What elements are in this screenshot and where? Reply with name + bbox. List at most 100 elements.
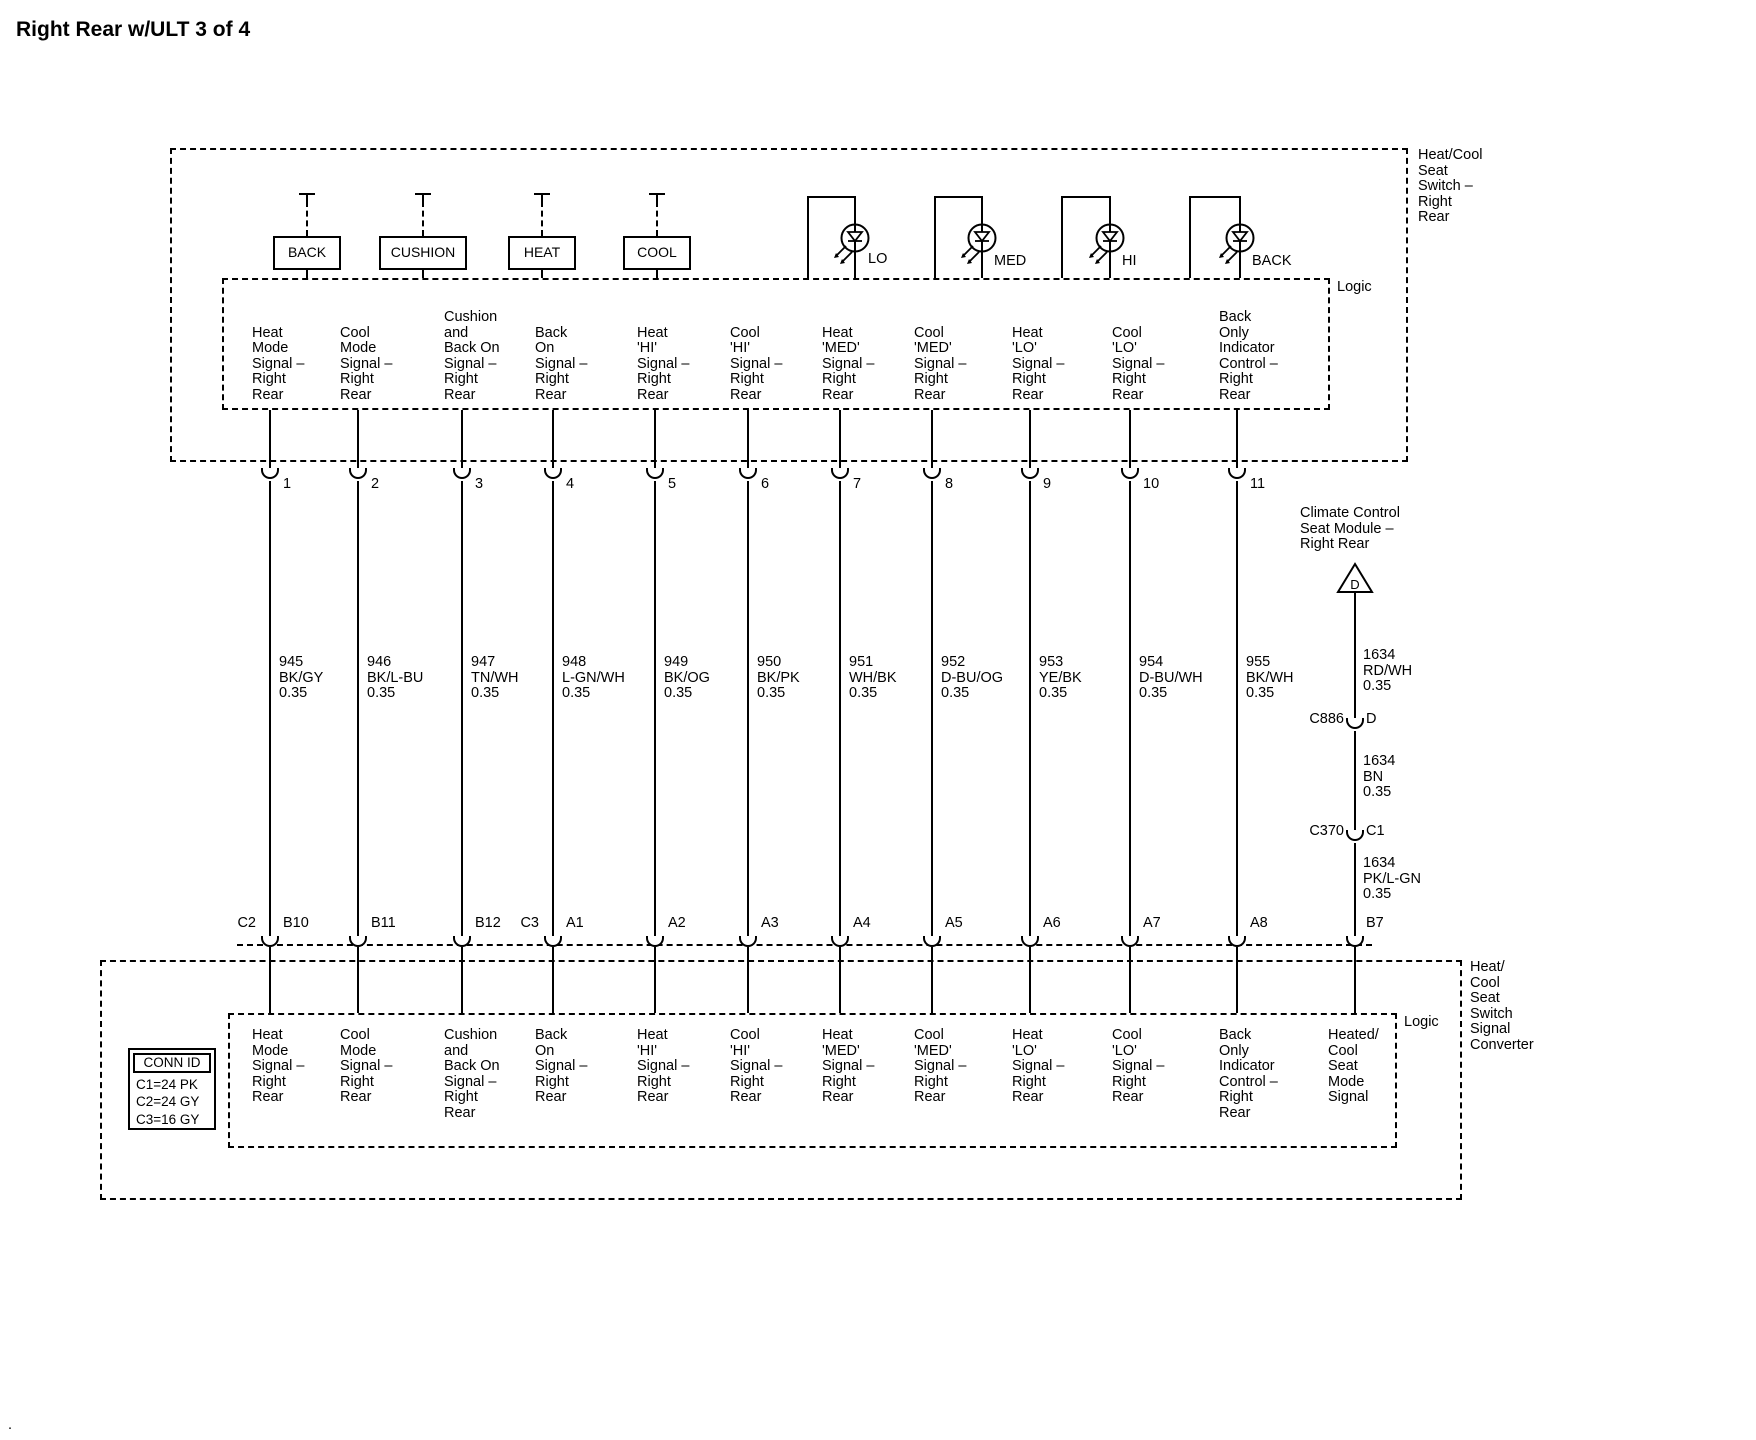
wire-id-label: 954 D-BU/WH 0.35 <box>1139 654 1203 701</box>
top-signal-label: Heat 'LO' Signal – Right Rear <box>1012 324 1065 403</box>
bottom-signal-label: Heat 'MED' Signal – Right Rear <box>822 1027 875 1105</box>
switch-label-heat: HEAT <box>508 236 576 270</box>
wire-segment <box>269 481 271 936</box>
connector-cavity-label: A8 <box>1250 915 1268 931</box>
connector-pin-icon <box>1346 830 1364 841</box>
top-signal-label: Heat 'MED' Signal – Right Rear <box>822 324 875 403</box>
wire-segment <box>931 410 933 468</box>
wire-segment <box>1189 196 1241 198</box>
wire-segment <box>656 270 658 278</box>
top-signal-label: Heat 'HI' Signal – Right Rear <box>637 324 690 403</box>
bottom-signal-label: Cool 'MED' Signal – Right Rear <box>914 1027 967 1105</box>
conn-id-row: C3=16 GY <box>136 1111 200 1127</box>
wire-id-label: 1634 RD/WH 0.35 <box>1363 647 1413 694</box>
wire-segment <box>839 481 841 936</box>
connector-pin-icon <box>831 936 849 947</box>
switch-actuator-stub <box>541 195 543 201</box>
wire-segment <box>654 947 656 1013</box>
wire-segment <box>747 481 749 936</box>
heat-cool-seat-switch-box <box>170 148 1408 462</box>
wire-segment <box>461 410 463 468</box>
connector-cavity-label: D <box>1366 711 1377 727</box>
led-icon <box>834 223 870 264</box>
led-icon <box>1219 223 1255 264</box>
pin-number: 1 <box>283 476 292 492</box>
wire-segment <box>1354 947 1356 1013</box>
wire-segment <box>931 947 933 1013</box>
pin-number: 8 <box>945 476 954 492</box>
wire-segment <box>1129 410 1131 468</box>
switch-actuator-link <box>306 201 308 236</box>
diagram-title: Right Rear w/ULT 3 of 4 <box>16 18 251 41</box>
module-label: Climate Control Seat Module – Right Rear <box>1300 505 1400 552</box>
connector-pin-icon <box>349 468 367 479</box>
wire-segment <box>654 410 656 468</box>
connector-pin-icon <box>1346 936 1364 947</box>
led-icon <box>1089 223 1125 264</box>
connector-cavity-left-label: C3 <box>520 915 539 931</box>
pin-number: 9 <box>1043 476 1052 492</box>
pin-number: 3 <box>475 476 484 492</box>
pin-number: 2 <box>371 476 380 492</box>
led-label: MED <box>994 253 1027 269</box>
inline-connector-line <box>237 944 1372 946</box>
wire-segment <box>1061 196 1063 278</box>
wire-id-label: 953 YE/BK 0.35 <box>1039 654 1082 701</box>
switch-actuator-link <box>656 201 658 236</box>
bottom-signal-label: Heat 'HI' Signal – Right Rear <box>637 1027 690 1105</box>
switch-actuator-stub <box>306 195 308 201</box>
wire-segment <box>461 481 463 936</box>
bottom-signal-label: Cool 'LO' Signal – Right Rear <box>1112 1027 1165 1105</box>
conn-id-legend: CONN ID C1=24 PK C2=24 GY C3=16 GY <box>128 1048 216 1130</box>
connector-name-label: C886 <box>1309 711 1344 727</box>
bottom-signal-label: Back On Signal – Right Rear <box>535 1027 588 1105</box>
connector-pin-icon <box>544 468 562 479</box>
connector-cavity-label: A4 <box>853 915 871 931</box>
wire-segment <box>1239 252 1241 278</box>
connector-cavity-label: A1 <box>566 915 584 931</box>
top-signal-label: Cool 'MED' Signal – Right Rear <box>914 324 967 403</box>
connector-cavity-label: A6 <box>1043 915 1061 931</box>
wire-segment <box>1109 196 1111 224</box>
connector-pin-icon <box>1021 936 1039 947</box>
wire-id-label: 947 TN/WH 0.35 <box>471 654 519 701</box>
wire-id-label: 952 D-BU/OG 0.35 <box>941 654 1004 701</box>
wire-id-label: 950 BK/PK 0.35 <box>757 654 800 701</box>
led-icon <box>961 223 997 264</box>
pin-number: 10 <box>1143 476 1160 492</box>
conn-id-row: C1=24 PK <box>136 1076 198 1092</box>
wire-segment <box>1236 481 1238 936</box>
connector-pin-icon <box>923 468 941 479</box>
pin-number: 7 <box>853 476 862 492</box>
led-label: HI <box>1122 253 1137 269</box>
wire-segment <box>269 410 271 468</box>
connector-pin-icon <box>261 468 279 479</box>
heat-cool-seat-switch-label: Heat/Cool Seat Switch – Right Rear <box>1418 147 1483 225</box>
connector-pin-icon <box>739 936 757 947</box>
wire-segment <box>1189 196 1191 278</box>
wire-segment <box>747 410 749 468</box>
wire-segment <box>854 252 856 278</box>
bottom-signal-label: Cushion and Back On Signal – Right Rear <box>444 1027 500 1121</box>
wire-segment <box>934 196 983 198</box>
bottom-signal-label: Heat 'LO' Signal – Right Rear <box>1012 1027 1065 1105</box>
wire-segment <box>357 947 359 1013</box>
wire-id-label: 1634 PK/L-GN 0.35 <box>1363 855 1422 902</box>
wire-segment <box>807 196 856 198</box>
stray-dot: . <box>8 1417 13 1433</box>
connector-cavity-label: B7 <box>1366 915 1384 931</box>
connector-pin-icon <box>1346 718 1364 729</box>
wire-segment <box>981 252 983 278</box>
connector-cavity-label: A3 <box>761 915 779 931</box>
bottom-signal-label: Cool 'HI' Signal – Right Rear <box>730 1027 783 1105</box>
pin-number: 5 <box>668 476 677 492</box>
bottom-logic-label: Logic <box>1404 1014 1439 1030</box>
connector-pin-icon <box>544 936 562 947</box>
